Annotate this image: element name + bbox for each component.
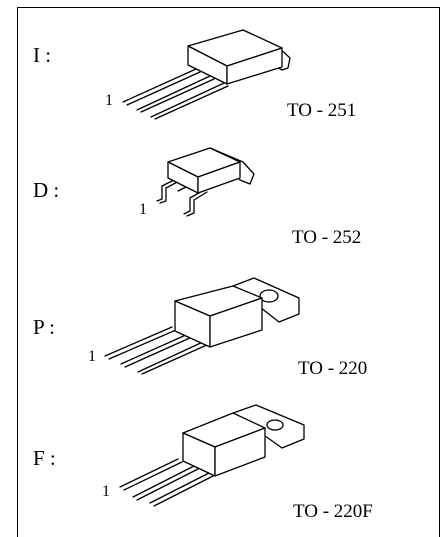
to220-drawing — [104, 277, 300, 375]
pin1-label-d: 1 — [139, 201, 147, 218]
pin1-label-i: 1 — [105, 92, 113, 109]
package-letter-p: P : — [33, 315, 55, 339]
package-name-to251: TO - 251 — [287, 100, 357, 121]
package-letter-d: D : — [33, 178, 60, 202]
pin1-label-p: 1 — [88, 348, 96, 365]
diagram-frame — [17, 7, 440, 537]
to251-drawing — [122, 29, 291, 120]
package-letter-i: I : — [33, 43, 52, 67]
to220f-drawing — [119, 404, 305, 507]
pin1-label-f: 1 — [102, 483, 110, 500]
to252-drawing — [156, 147, 255, 217]
package-letter-f: F : — [33, 446, 56, 470]
package-name-to220: TO - 220 — [298, 358, 368, 379]
package-name-to220f: TO - 220F — [293, 501, 373, 522]
package-name-to252: TO - 252 — [292, 227, 362, 248]
